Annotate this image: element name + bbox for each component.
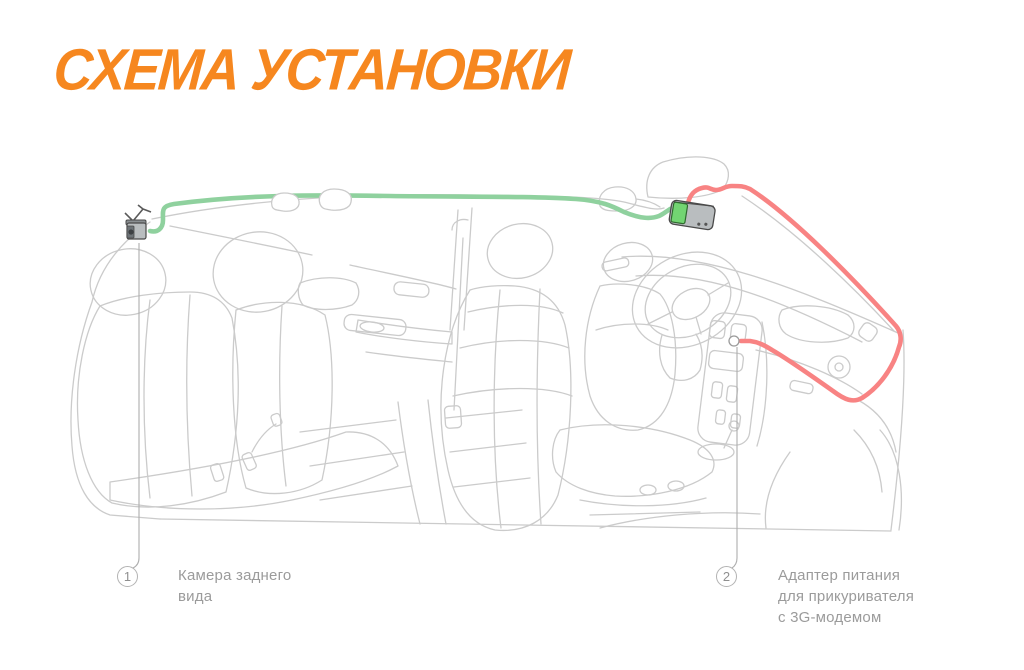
power-adapter-label: Адаптер питания для прикуривателя с 3G-м… [778,565,914,628]
callout-leader-lines [132,243,738,569]
lighter-socket [728,335,740,347]
roof-grab-handles [270,188,352,212]
rear-camera-icon [124,204,152,240]
label-line: Камера заднего [178,567,292,584]
label-line: для прикуривателя [778,588,915,605]
leader-line-2 [731,347,738,569]
callout-number-2: 2 [722,569,731,584]
rear-camera-cable [147,193,679,234]
callout-badge-1: 1 [117,566,138,587]
callout-number-1: 1 [123,569,132,584]
car-line-art [70,156,905,532]
power-adapter-cable [685,183,903,403]
leader-line-1 [132,243,140,569]
label-line: с 3G-модемом [778,609,882,626]
label-line: вида [178,588,213,605]
rear-camera-label: Камера заднего вида [178,565,291,607]
label-line: Адаптер питания [778,567,901,584]
callout-badge-2: 2 [716,566,737,587]
mirror-dvr-icon [668,199,716,231]
